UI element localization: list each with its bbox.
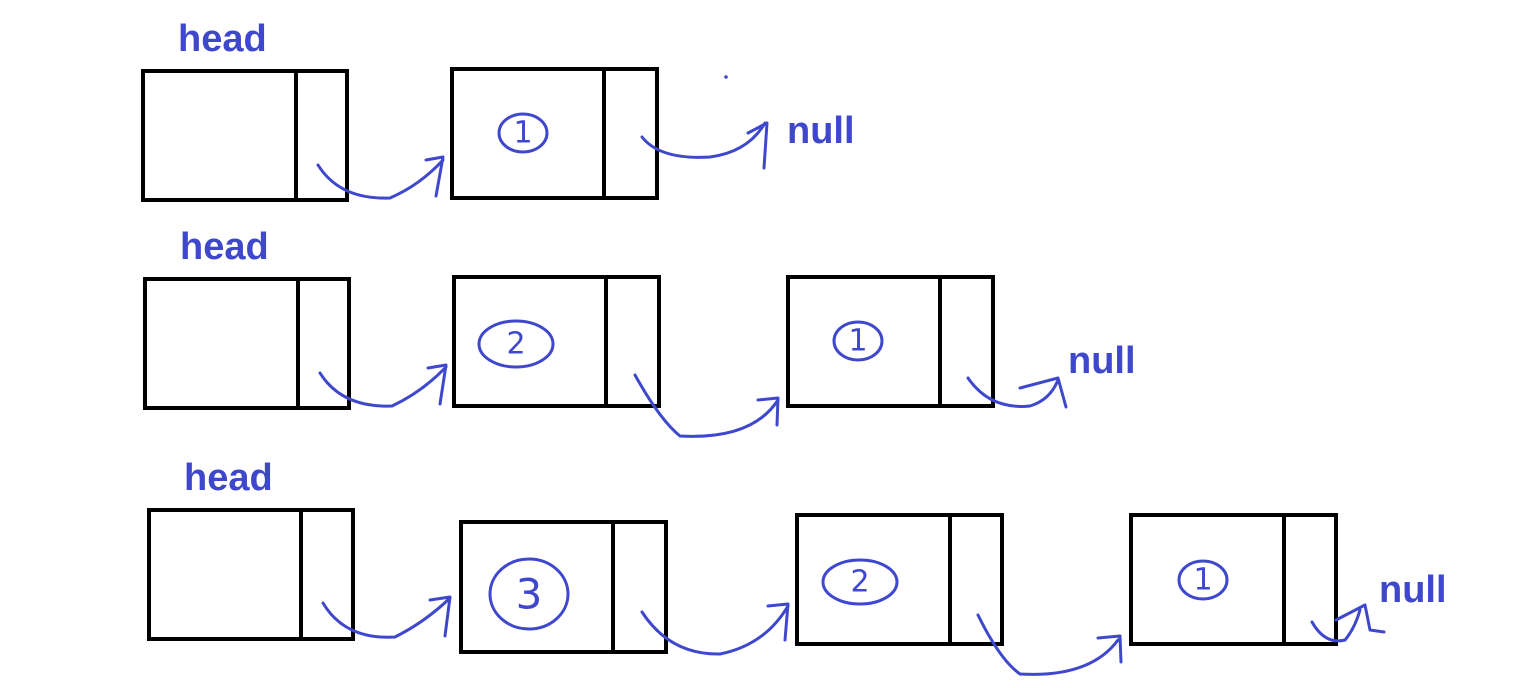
stray-dot [724,75,728,79]
node-value: 2 [506,327,525,362]
node-box [459,520,668,654]
node-head [143,277,351,410]
node-box [1129,513,1338,646]
node-head [147,508,355,641]
next-arrow [640,604,790,656]
node-value: 1 [513,116,532,151]
value-circle [497,112,549,154]
null-label: null [1068,340,1136,382]
list-row-3: 3 2 1 [147,508,1386,676]
next-arrow [316,158,445,200]
node-box [450,67,659,200]
node: 2 [452,275,661,408]
node-box [141,69,349,202]
list-row-1: 1 [141,67,769,202]
arrow-head [1096,634,1123,664]
node-value: 1 [1193,563,1212,598]
next-arrow [633,373,780,438]
null-label: null [787,110,855,152]
node-value: 2 [850,565,869,600]
node-box [452,275,661,408]
next-arrow [640,121,767,159]
null-label: null [1379,569,1447,611]
arrow-head [1334,603,1386,634]
arrow-head [424,155,445,198]
node: 3 [459,520,668,654]
node-box [147,508,355,641]
next-arrow [321,596,452,639]
arrow-head [428,595,452,638]
next-arrow [966,376,1060,408]
node-value: 1 [848,324,867,359]
node: 1 [450,67,659,200]
head-label: head [180,226,269,268]
value-circle [821,558,899,606]
arrow-head [756,396,780,427]
node: 1 [1129,513,1338,646]
node-head [141,69,349,202]
head-label: head [184,457,273,499]
next-arrow [318,365,448,408]
arrow-head [1018,376,1068,409]
value-circle [1177,559,1229,601]
node-box [143,277,351,410]
next-arrow [976,613,1120,676]
node: 1 [786,275,995,408]
node-box [786,275,995,408]
value-circle [488,557,570,631]
next-arrow [1310,608,1362,643]
head-label: head [178,18,267,60]
node-box [795,513,1004,646]
arrow-head [426,363,448,406]
node-value: 3 [516,570,543,619]
value-circle [832,320,884,362]
value-circle [477,319,555,369]
arrow-head [766,602,790,642]
list-row-2: 2 1 [143,275,1068,438]
arrow-head [746,121,769,170]
node: 2 [795,513,1004,646]
